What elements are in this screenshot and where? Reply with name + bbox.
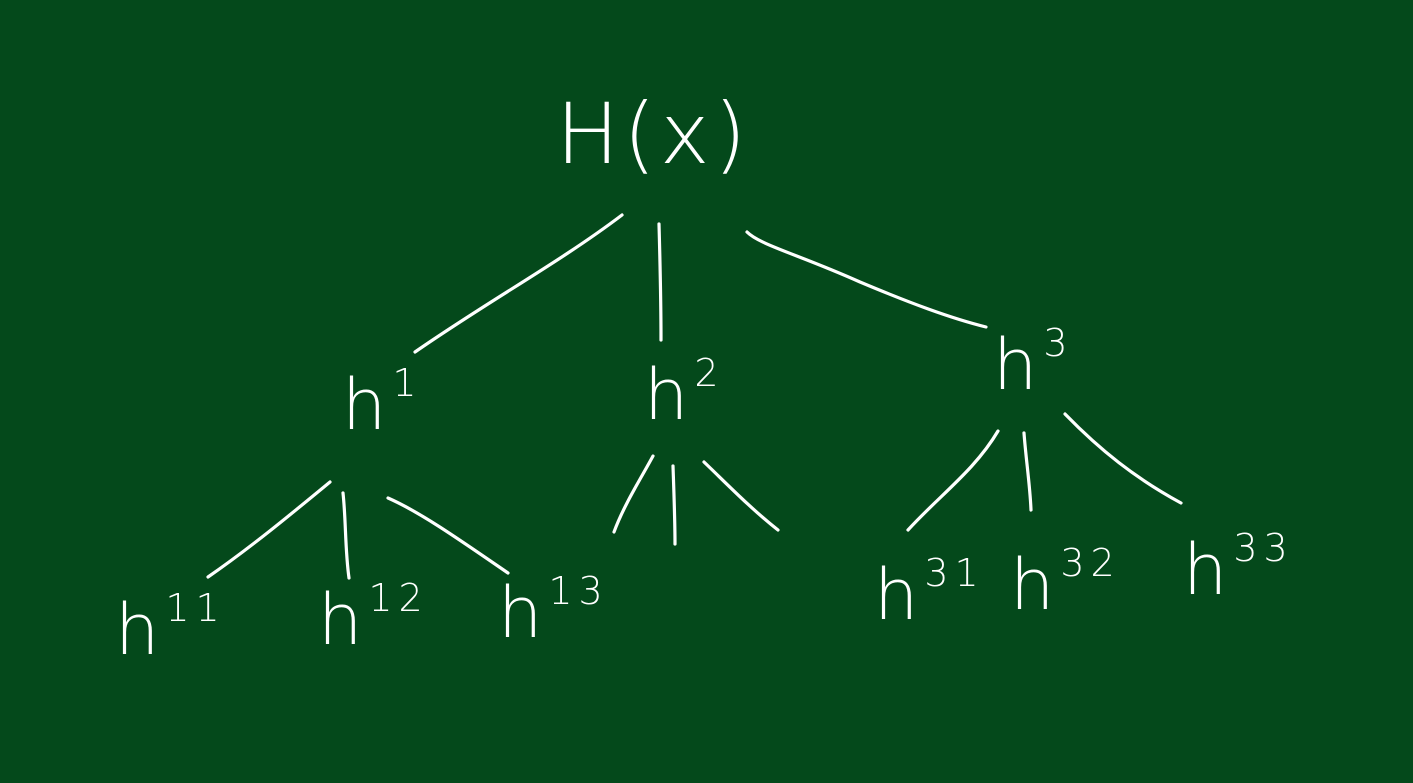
node-h2-superscript: 2 bbox=[694, 351, 725, 395]
node-h32-base: h bbox=[1010, 544, 1055, 626]
edge-h1-h12 bbox=[341, 491, 351, 580]
node-h32-superscript: 32 bbox=[1060, 541, 1121, 585]
node-h1-superscript: 1 bbox=[392, 361, 423, 405]
root-node-label: H(x) bbox=[556, 85, 751, 183]
node-h13-base: h bbox=[498, 572, 543, 654]
edge-root-h2 bbox=[657, 222, 663, 342]
node-h12-superscript: 12 bbox=[368, 576, 429, 620]
node-h1-base: h bbox=[342, 364, 387, 446]
node-h31-base: h bbox=[874, 554, 919, 636]
edge-h2-child-2 bbox=[671, 464, 677, 546]
edge-h1-h11 bbox=[206, 480, 332, 579]
edge-h3-h33 bbox=[1063, 412, 1183, 505]
node-h3-base: h bbox=[993, 324, 1038, 406]
edge-h1-h13 bbox=[386, 496, 510, 575]
edge-h3-h31 bbox=[906, 429, 1000, 532]
edge-h3-h32 bbox=[1022, 431, 1033, 512]
node-h12-base: h bbox=[318, 579, 363, 661]
node-h3-superscript: 3 bbox=[1043, 321, 1074, 365]
node-h2-base: h bbox=[644, 354, 689, 436]
edge-h2-child-1 bbox=[612, 454, 655, 534]
edge-root-h1 bbox=[413, 213, 624, 354]
node-h31-superscript: 31 bbox=[924, 551, 985, 595]
node-h33-base: h bbox=[1183, 529, 1228, 611]
edge-h2-child-3 bbox=[702, 460, 780, 532]
node-h33-superscript: 33 bbox=[1233, 526, 1294, 570]
edge-root-h3 bbox=[745, 230, 988, 329]
node-h11-superscript: 11 bbox=[165, 586, 226, 630]
node-h13-superscript: 13 bbox=[548, 569, 609, 613]
node-h11-base: h bbox=[115, 589, 160, 671]
